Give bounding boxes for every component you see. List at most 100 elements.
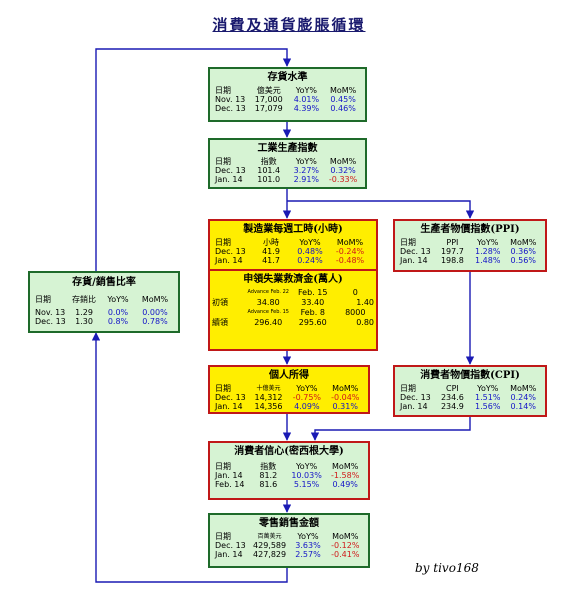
- table-row: Dec. 13 14,312 -0.75% -0.04%: [214, 393, 364, 402]
- cell-mom: -0.04%: [331, 393, 360, 402]
- cell-yoy: 4.01%: [293, 95, 320, 104]
- cell-date: Feb. 14: [215, 480, 245, 489]
- author-signature: by tivo168: [415, 561, 479, 575]
- col-header: YoY%: [295, 462, 318, 471]
- table-row: Jan. 14 198.8 1.48% 0.56%: [399, 256, 541, 265]
- table-row: Jan. 14 234.9 1.56% 0.14%: [399, 402, 541, 411]
- box-title: 零售銷售金額: [259, 518, 319, 529]
- cell-mom: -0.48%: [335, 256, 365, 265]
- cell-mom: -0.33%: [328, 175, 358, 184]
- cell-yoy: 3.27%: [293, 166, 320, 175]
- table-row: Dec. 13 429,589 3.63% -0.12%: [214, 541, 364, 550]
- box-industrial-production: 工業生產指數 日期 指數 YoY% MoM% Dec. 13 101.4 3.2…: [208, 138, 367, 189]
- col-header: 日期: [215, 532, 231, 541]
- cell-change: 8000: [345, 308, 366, 317]
- cell-change: 0: [352, 288, 358, 297]
- cell-mom: -1.58%: [331, 471, 360, 480]
- table-row: 初領 34.80 33.40 1.40: [211, 297, 375, 308]
- col-header: YoY%: [299, 238, 321, 247]
- table-header: 日期 存銷比 YoY% MoM%: [34, 295, 174, 304]
- cell-mom: 0.32%: [330, 166, 356, 175]
- col-header: 億美元: [256, 86, 281, 95]
- cell-mom: -0.12%: [331, 541, 360, 550]
- data-table: 日期 指數 YoY% MoM% Dec. 13 101.4 3.27% 0.32…: [214, 157, 361, 184]
- table-row: Advance Feb. 15 Feb. 8 8000: [211, 308, 375, 317]
- table-row: Dec. 13 101.4 3.27% 0.32%: [214, 166, 361, 175]
- col-header: 指數: [260, 462, 277, 471]
- box-personal-income: 個人所得 日期 十億美元 YoY% MoM% Dec. 13 14,312 -0…: [208, 365, 370, 414]
- table-row: Nov. 13 1.29 0.0% 0.00%: [34, 308, 174, 317]
- cell-value: 101.4: [257, 166, 281, 175]
- cell-mom: 0.31%: [332, 402, 358, 411]
- cell-mom: 0.56%: [510, 256, 536, 265]
- cell-value: 14,356: [254, 402, 283, 411]
- cell-prev-label: Feb. 15: [298, 288, 328, 297]
- cell-mom: 0.46%: [330, 104, 356, 113]
- col-header: YoY%: [296, 384, 318, 393]
- cell-yoy: 1.56%: [475, 402, 501, 411]
- cell-mom: 0.36%: [510, 247, 536, 256]
- col-header: 日期: [215, 462, 231, 471]
- table-header: 日期 CPI YoY% MoM%: [399, 384, 541, 393]
- col-header: MoM%: [329, 157, 357, 166]
- col-header: MoM%: [510, 238, 537, 247]
- cell-yoy: 5.15%: [293, 480, 320, 489]
- table-header: 日期 十億美元 YoY% MoM%: [214, 384, 364, 393]
- cell-value: 41.9: [262, 247, 280, 256]
- cell-yoy: 3.63%: [295, 541, 321, 550]
- data-table: Advance Feb. 22 Feb. 15 0 初領 34.80 33.40…: [211, 288, 375, 328]
- cell-date: Jan. 14: [215, 550, 243, 559]
- cell-date: Dec. 13: [215, 393, 246, 402]
- cell-yoy: 0.8%: [107, 317, 129, 326]
- cell-label: 初領: [212, 298, 228, 307]
- table-row: Dec. 13 197.7 1.28% 0.36%: [399, 247, 541, 256]
- box-inventory-level: 存貨水準 日期 億美元 YoY% MoM% Nov. 13 17,000 4.0…: [208, 67, 367, 122]
- box-ppi: 生產者物價指數(PPI) 日期 PPI YoY% MoM% Dec. 13 19…: [393, 219, 547, 272]
- cell-advance-label: Advance Feb. 15: [247, 309, 289, 315]
- cell-mom: 0.78%: [142, 317, 168, 326]
- cell-date: Dec. 13: [215, 166, 246, 175]
- box-cpi: 消費者物價指數(CPI) 日期 CPI YoY% MoM% Dec. 13 23…: [393, 365, 547, 417]
- cell-date: Jan. 14: [215, 175, 243, 184]
- cell-value: 41.7: [262, 256, 280, 265]
- box-consumer-sentiment: 消費者信心(密西根大學) 日期 指數 YoY% MoM% Jan. 14 81.…: [208, 441, 370, 500]
- cell-yoy: -0.75%: [292, 393, 322, 402]
- table-row: Jan. 14 81.2 10.03% -1.58%: [214, 471, 364, 480]
- data-table: 日期 小時 YoY% MoM% Dec. 13 41.9 0.48% -0.24…: [214, 238, 370, 265]
- table-row: Dec. 13 1.30 0.8% 0.78%: [34, 317, 174, 326]
- box-manufacturing-hours: 製造業每週工時(小時) 日期 小時 YoY% MoM% Dec. 13 41.9…: [208, 219, 378, 351]
- table-header: 日期 小時 YoY% MoM%: [214, 238, 370, 247]
- arrow-retail-to-invsales: [91, 332, 288, 583]
- cell-value: 33.40: [301, 298, 325, 307]
- data-table: 日期 十億美元 YoY% MoM% Dec. 13 14,312 -0.75% …: [214, 384, 364, 411]
- col-header: YoY%: [107, 295, 129, 304]
- cell-yoy: 4.09%: [294, 402, 320, 411]
- col-header: MoM%: [332, 462, 359, 471]
- arrow-invsales-to-inventory: [95, 48, 292, 271]
- table-row: Jan. 14 427,829 2.57% -0.41%: [214, 550, 364, 559]
- col-header: 日期: [215, 238, 231, 247]
- col-header: 日期: [400, 238, 416, 247]
- table-header: 日期 億美元 YoY% MoM%: [214, 86, 361, 95]
- arrow-cpi-to-sentiment: [310, 417, 471, 441]
- cell-value: 234.6: [440, 393, 464, 402]
- table-header: 日期 指數 YoY% MoM%: [214, 157, 361, 166]
- cell-date: Dec. 13: [215, 247, 246, 256]
- cell-date: Dec. 13: [215, 541, 246, 550]
- cell-yoy: 0.0%: [107, 308, 129, 317]
- box-title: 存貨/銷售比率: [72, 277, 136, 288]
- cell-value: 17,079: [254, 104, 283, 113]
- table-row: Jan. 14 101.0 2.91% -0.33%: [214, 175, 361, 184]
- col-header: MoM%: [332, 532, 359, 541]
- data-table: 日期 PPI YoY% MoM% Dec. 13 197.7 1.28% 0.3…: [399, 238, 541, 265]
- cell-date: Jan. 14: [215, 256, 243, 265]
- cell-date: Dec. 13: [400, 247, 431, 256]
- col-header: YoY%: [477, 238, 499, 247]
- col-header: 日期: [215, 86, 231, 95]
- cell-value: 427,829: [253, 550, 287, 559]
- box-title: 申領失業救濟金(萬人): [243, 274, 343, 285]
- col-header: 日期: [215, 384, 231, 393]
- table-row: Dec. 13 17,079 4.39% 0.46%: [214, 104, 361, 113]
- table-row: Feb. 14 81.6 5.15% 0.49%: [214, 480, 364, 489]
